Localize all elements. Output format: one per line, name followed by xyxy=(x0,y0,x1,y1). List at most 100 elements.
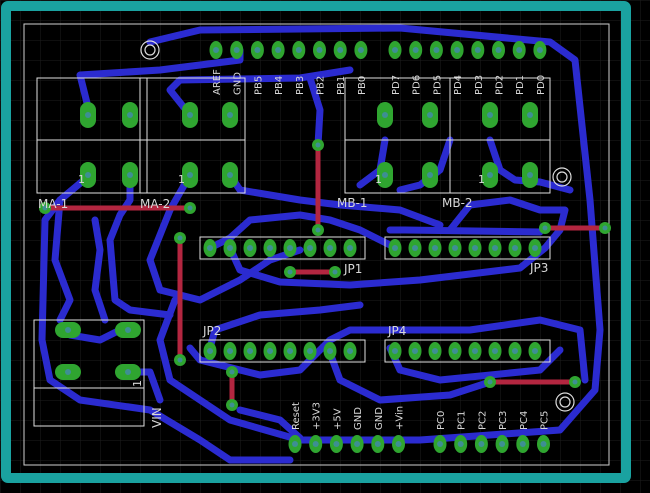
jp2-pad-0-drill xyxy=(207,348,213,354)
header-bottom-analog-label-5: PC5 xyxy=(540,411,551,430)
header-top-right-label-2: PD5 xyxy=(432,75,443,95)
header-top-right-pad-0-drill xyxy=(392,47,398,53)
header-bottom-analog-pad-3-drill xyxy=(499,441,506,447)
jp1-pad-4-drill xyxy=(287,245,293,251)
jp1-pad-7-drill xyxy=(347,245,353,251)
header-bottom-analog-label-2: PC2 xyxy=(477,411,488,430)
motor-pad-14-drill xyxy=(487,172,493,178)
header-top-right-pad-5-drill xyxy=(495,47,502,53)
pin-one-mark-mb2: 1 xyxy=(478,173,485,186)
vin-pad-1-drill xyxy=(125,327,131,333)
motor-pad-11-drill xyxy=(427,172,433,178)
header-top-left-pad-5-drill xyxy=(316,47,323,53)
header-bottom-analog-label-4: PC4 xyxy=(519,411,530,430)
jp4-pad-4-drill xyxy=(472,348,478,354)
header-top-right-pad-4-drill xyxy=(474,47,481,53)
jp3-pad-3-drill xyxy=(452,245,458,251)
bottom-traces xyxy=(38,24,604,464)
header-bottom-power-pad-0-drill xyxy=(292,441,298,447)
mounting-holes xyxy=(140,40,575,412)
header-top-left-pad-0-drill xyxy=(213,47,219,53)
jp2-pad-4-drill xyxy=(287,348,293,354)
motor-pad-10-drill xyxy=(382,172,388,178)
header-top-left-label-4: PB3 xyxy=(295,76,306,95)
motor-pad-1-drill xyxy=(127,112,133,118)
via-13-drill xyxy=(42,205,48,211)
via-10-drill xyxy=(572,379,578,385)
header-top-left-label-6: PB1 xyxy=(336,76,347,95)
pads xyxy=(39,41,611,453)
header-bottom-analog-pad-5-drill xyxy=(540,441,547,447)
via-7-drill xyxy=(229,369,235,375)
jp4-pad-2-drill xyxy=(432,348,438,354)
header-top-left-label-0: AREF xyxy=(212,69,223,95)
label-mb-1: MB-1 xyxy=(337,196,368,210)
jp2-pad-7-drill xyxy=(347,348,353,354)
header-top-right-pad-1-drill xyxy=(412,47,419,53)
jp4-pad-7-drill xyxy=(532,348,538,354)
via-3-drill xyxy=(177,235,183,241)
header-bottom-power-pad-5-drill xyxy=(395,441,402,447)
top-traces xyxy=(42,142,608,408)
motor-pad-0-drill xyxy=(85,112,91,118)
silkscreen-outlines xyxy=(33,77,551,427)
header-top-left-pad-4-drill xyxy=(295,47,302,53)
jp4-pad-6-drill xyxy=(512,348,518,354)
jp3-pad-5-drill xyxy=(492,245,498,251)
jp1-pad-1-drill xyxy=(227,245,233,251)
via-2-drill xyxy=(187,205,193,211)
jp2-pad-1-drill xyxy=(227,348,233,354)
via-11-drill xyxy=(542,225,548,231)
motor-pad-7-drill xyxy=(227,172,233,178)
label-jp2: JP2 xyxy=(202,324,221,338)
header-top-left-pad-2-drill xyxy=(254,47,261,53)
pin-one-mark-mb1: 1 xyxy=(375,173,382,186)
header-top-right-label-4: PD3 xyxy=(474,75,485,95)
header-top-right-pad-2-drill xyxy=(433,47,440,53)
header-top-right-label-3: PD4 xyxy=(453,75,464,95)
header-bottom-analog-label-1: PC1 xyxy=(457,411,468,430)
label-ma-1: MA-1 xyxy=(38,197,68,211)
jp2-pad-5-drill xyxy=(307,348,313,354)
header-top-left-label-3: PB4 xyxy=(274,76,285,95)
header-bottom-power-label-0: Reset xyxy=(291,402,302,430)
header-bottom-power-label-2: +5V xyxy=(332,408,343,430)
jp4-pad-3-drill xyxy=(452,348,458,354)
vin-pad-0-drill xyxy=(65,327,71,333)
header-top-right-label-5: PD2 xyxy=(495,75,506,95)
header-bottom-power-label-5: +Vin xyxy=(395,406,406,430)
jp3-pad-1-drill xyxy=(412,245,418,251)
header-bottom-power-label-1: +3V3 xyxy=(312,402,323,430)
jp2-pad-2-drill xyxy=(247,348,253,354)
jp1-pad-3-drill xyxy=(267,245,273,251)
header-top-right-label-7: PD0 xyxy=(536,75,547,95)
header-bottom-analog-pad-0-drill xyxy=(437,441,443,447)
via-6-drill xyxy=(332,269,338,275)
header-top-left-pad-3-drill xyxy=(275,47,282,53)
jp4-pad-1-drill xyxy=(412,348,418,354)
vin-pad-3-drill xyxy=(125,369,131,375)
via-12-drill xyxy=(602,225,608,231)
via-8-drill xyxy=(229,402,235,408)
jp3-pad-2-drill xyxy=(432,245,438,251)
header-top-left-pad-6-drill xyxy=(337,47,344,53)
label-jp4: JP4 xyxy=(387,324,406,338)
jp4-pad-0-drill xyxy=(392,348,398,354)
jp2-pad-3-drill xyxy=(267,348,273,354)
jp1-pad-6-drill xyxy=(327,245,333,251)
header-bottom-analog-pad-2-drill xyxy=(478,441,485,447)
label-vin-pin-one: 1 xyxy=(131,380,144,387)
header-bottom-analog-pad-1-drill xyxy=(457,441,464,447)
via-5-drill xyxy=(287,269,293,275)
motor-pad-2-drill xyxy=(85,172,91,178)
jp3-pad-0-drill xyxy=(392,245,398,251)
header-top-left-label-2: PB5 xyxy=(253,76,264,95)
motor-pad-15-drill xyxy=(527,172,533,178)
board-inner-outline xyxy=(23,23,610,466)
motor-pad-12-drill xyxy=(487,112,493,118)
label-jp1: JP1 xyxy=(343,262,362,276)
board-border xyxy=(1,1,631,483)
header-top-left-label-5: PB2 xyxy=(316,76,327,95)
